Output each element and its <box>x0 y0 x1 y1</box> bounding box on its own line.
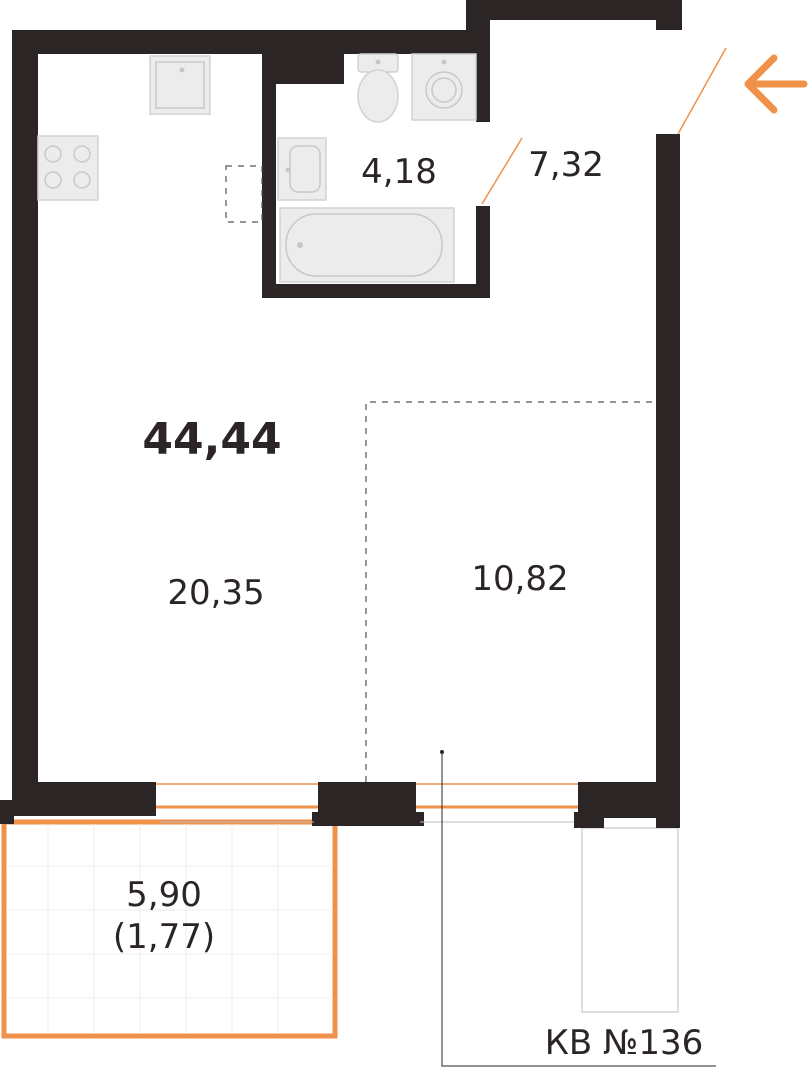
washing-machine <box>411 53 477 121</box>
apartment-number: КВ №136 <box>545 1023 704 1063</box>
wall-bottom-mid-stub <box>312 812 424 826</box>
wall-left <box>12 30 38 790</box>
balcony <box>1 819 338 1039</box>
entrance-arrow-icon <box>744 54 808 114</box>
wall-bath-right-top <box>476 20 490 122</box>
wall-bottom-right-stub <box>574 812 604 828</box>
fridge-outline <box>225 165 263 223</box>
wall-entrance-top <box>466 0 682 20</box>
wall-left-bottom-stub <box>0 800 14 824</box>
wall-bath-right-bottom <box>476 206 490 298</box>
window-left <box>156 783 318 823</box>
bathroom-door <box>481 137 523 205</box>
wall-right <box>656 134 680 828</box>
wall-bath-left <box>262 54 276 298</box>
balcony-area: 5,90 <box>126 875 202 915</box>
stove <box>37 135 99 201</box>
walls <box>0 0 682 828</box>
outdoor-strip <box>581 827 679 1013</box>
balcony-reduced-area: (1,77) <box>113 917 215 957</box>
bathtub <box>279 207 455 283</box>
balcony-tile-grid <box>6 824 333 1034</box>
total-area: 44,44 <box>142 414 281 465</box>
toilet <box>357 53 399 123</box>
balcony-floor <box>1 819 338 1039</box>
kitchen-sink <box>149 55 211 115</box>
window-right <box>416 783 578 823</box>
bathroom-area: 4,18 <box>361 152 437 192</box>
sleeping-area: 10,82 <box>471 559 568 599</box>
wall-top <box>12 30 490 54</box>
hallway-area: 7,32 <box>528 145 604 185</box>
wall-bottom-left <box>12 782 156 816</box>
wall-bottom-mid <box>318 782 416 816</box>
kitchen-living-area: 20,35 <box>167 573 264 613</box>
wall-entrance-corner <box>656 0 682 30</box>
apartment-leader-line <box>441 752 716 1067</box>
washbasin <box>277 137 327 201</box>
wall-shaft <box>276 54 344 84</box>
wall-bath-bottom <box>262 284 490 298</box>
entrance-door <box>677 47 727 135</box>
